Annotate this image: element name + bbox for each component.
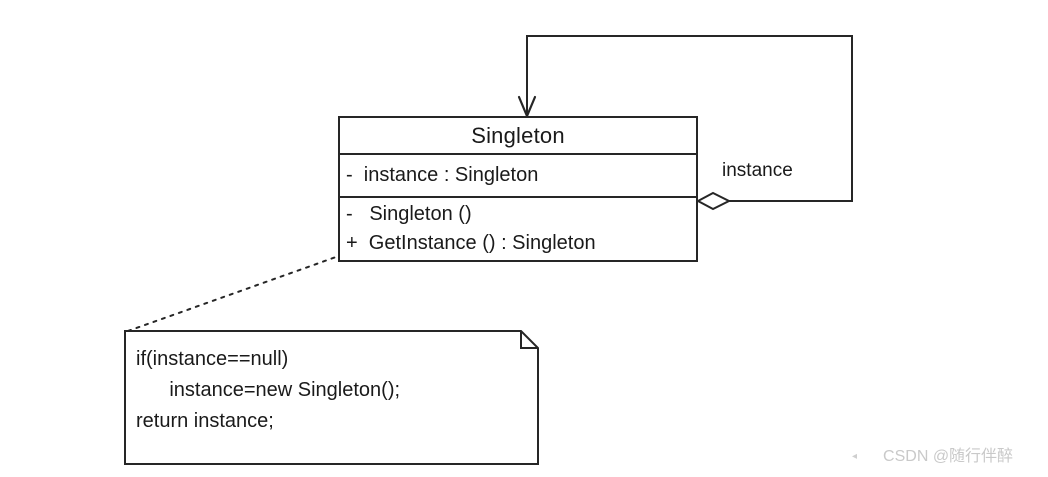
note-anchor-dashed-line [127, 256, 337, 332]
watermark: ◂ CSDN @随行伴醉 [852, 448, 1013, 466]
aggregation-diamond-icon [695, 191, 732, 211]
class-name-compartment: Singleton [340, 118, 696, 155]
note-line-2: instance=new Singleton(); [136, 379, 401, 401]
class-operations-compartment: - Singleton () + GetInstance () : Single… [340, 198, 696, 260]
class-box-singleton[interactable]: Singleton - instance : Singleton - Singl… [338, 116, 698, 262]
note-line-1: if(instance==null) [136, 348, 289, 370]
class-operation-constructor: - Singleton () [346, 203, 472, 225]
watermark-caret-icon: ◂ [852, 451, 858, 462]
association-role-label: instance [722, 160, 793, 181]
class-attributes-compartment: - instance : Singleton [340, 155, 696, 198]
note-text-block: if(instance==null) instance=new Singleto… [136, 344, 528, 437]
class-attribute-instance: - instance : Singleton [346, 164, 539, 186]
class-operation-getinstance: + GetInstance () : Singleton [346, 232, 596, 254]
class-name-label: Singleton [471, 122, 565, 148]
note-line-3: return instance; [136, 410, 274, 432]
note-box[interactable]: if(instance==null) instance=new Singleto… [124, 330, 538, 464]
watermark-text: CSDN @随行伴醉 [883, 448, 1014, 465]
